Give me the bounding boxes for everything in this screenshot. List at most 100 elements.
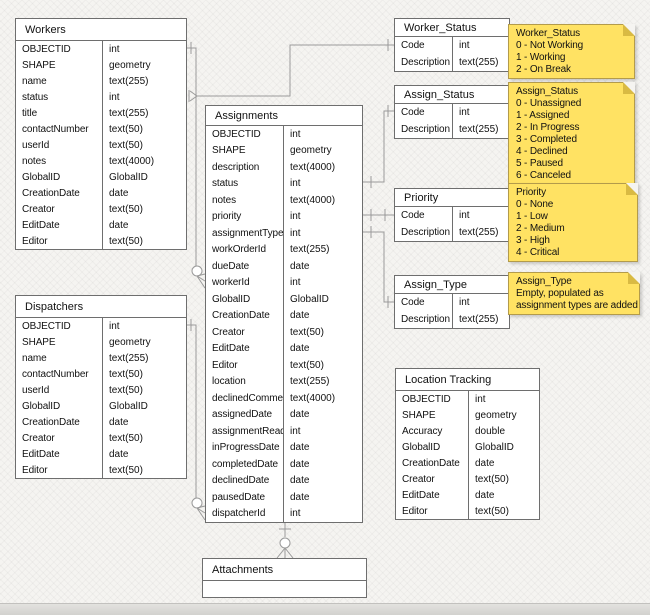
connector-workers-worker-status[interactable]	[188, 39, 394, 102]
field-type: date	[475, 489, 495, 501]
note-title: Priority	[516, 187, 546, 198]
note-line: assignment types are added	[516, 300, 638, 311]
table-title[interactable]: Priority	[395, 189, 509, 207]
field-type: text(255)	[459, 57, 499, 68]
field-name: GlobalID	[396, 439, 469, 455]
field-type: GlobalID	[290, 293, 329, 305]
connector-assignments-assign-type[interactable]	[363, 226, 394, 308]
field-type: date	[290, 458, 310, 470]
table-attachments[interactable]: Attachments	[202, 558, 367, 598]
note-line: 3 - High	[516, 235, 550, 246]
field-type: text(4000)	[290, 392, 336, 404]
field-name: SHAPE	[16, 57, 103, 73]
field-type: text(50)	[109, 432, 143, 444]
field-type: text(4000)	[109, 155, 155, 167]
field-name: Creator	[16, 201, 103, 217]
table-title[interactable]: Assignments	[206, 106, 362, 126]
note-line: 1 - Assigned	[516, 110, 570, 121]
field-type: text(50)	[475, 473, 509, 485]
field-name: OBJECTID	[396, 391, 469, 407]
note-line: 0 - Not Working	[516, 40, 584, 51]
field-type: text(50)	[109, 139, 143, 151]
field-type: GlobalID	[475, 441, 514, 453]
field-name: GlobalID	[16, 169, 103, 185]
field-type: date	[290, 409, 310, 421]
field-type: date	[109, 448, 129, 460]
table-title[interactable]: Attachments	[203, 559, 366, 581]
note-title: Assign_Status	[516, 86, 578, 97]
connector-dispatchers-assignments[interactable]	[187, 319, 206, 521]
field-type: geometry	[109, 336, 151, 348]
field-name: CreationDate	[16, 185, 103, 201]
field-name: EditDate	[206, 340, 284, 357]
note-line: 2 - Medium	[516, 223, 565, 234]
field-type: geometry	[475, 409, 517, 421]
note-line: 1 - Working	[516, 52, 566, 63]
field-type: double	[475, 425, 506, 437]
table-title[interactable]: Assign_Type	[395, 276, 509, 294]
field-name: description	[206, 159, 284, 176]
field-type: date	[290, 442, 310, 454]
connector-workers-assignments[interactable]	[187, 42, 206, 289]
field-type: text(50)	[475, 505, 509, 517]
table-title[interactable]: Location Tracking	[396, 369, 539, 391]
field-name: CreationDate	[16, 414, 103, 430]
connector-assignments-priority[interactable]	[363, 209, 394, 221]
connector-assignments-assign-status[interactable]	[363, 105, 394, 188]
field-type: geometry	[290, 145, 332, 157]
table-title[interactable]: Dispatchers	[16, 296, 186, 318]
field-type: date	[290, 343, 310, 355]
field-type: text(4000)	[290, 161, 336, 173]
table-empty-row	[203, 581, 366, 597]
field-type: text(255)	[459, 314, 499, 325]
field-name: inProgressDate	[206, 439, 284, 456]
field-type: GlobalID	[109, 400, 148, 412]
table-title[interactable]: Workers	[16, 19, 186, 41]
note-line: 6 - Canceled	[516, 170, 571, 181]
field-name: Code	[395, 294, 453, 311]
table-title[interactable]: Assign_Status	[395, 86, 509, 104]
horizontal-scrollbar[interactable]	[0, 603, 650, 615]
field-type: int	[459, 210, 470, 221]
connector-assignments-attachments[interactable]	[276, 521, 294, 559]
field-type: text(255)	[109, 352, 149, 364]
field-type: text(255)	[459, 227, 499, 238]
field-name: assignmentRead	[206, 423, 284, 440]
field-type: int	[459, 40, 470, 51]
table-title[interactable]: Worker_Status	[395, 19, 509, 37]
field-type: int	[290, 227, 301, 239]
field-name: contactNumber	[16, 366, 103, 382]
field-name: Code	[395, 207, 453, 224]
